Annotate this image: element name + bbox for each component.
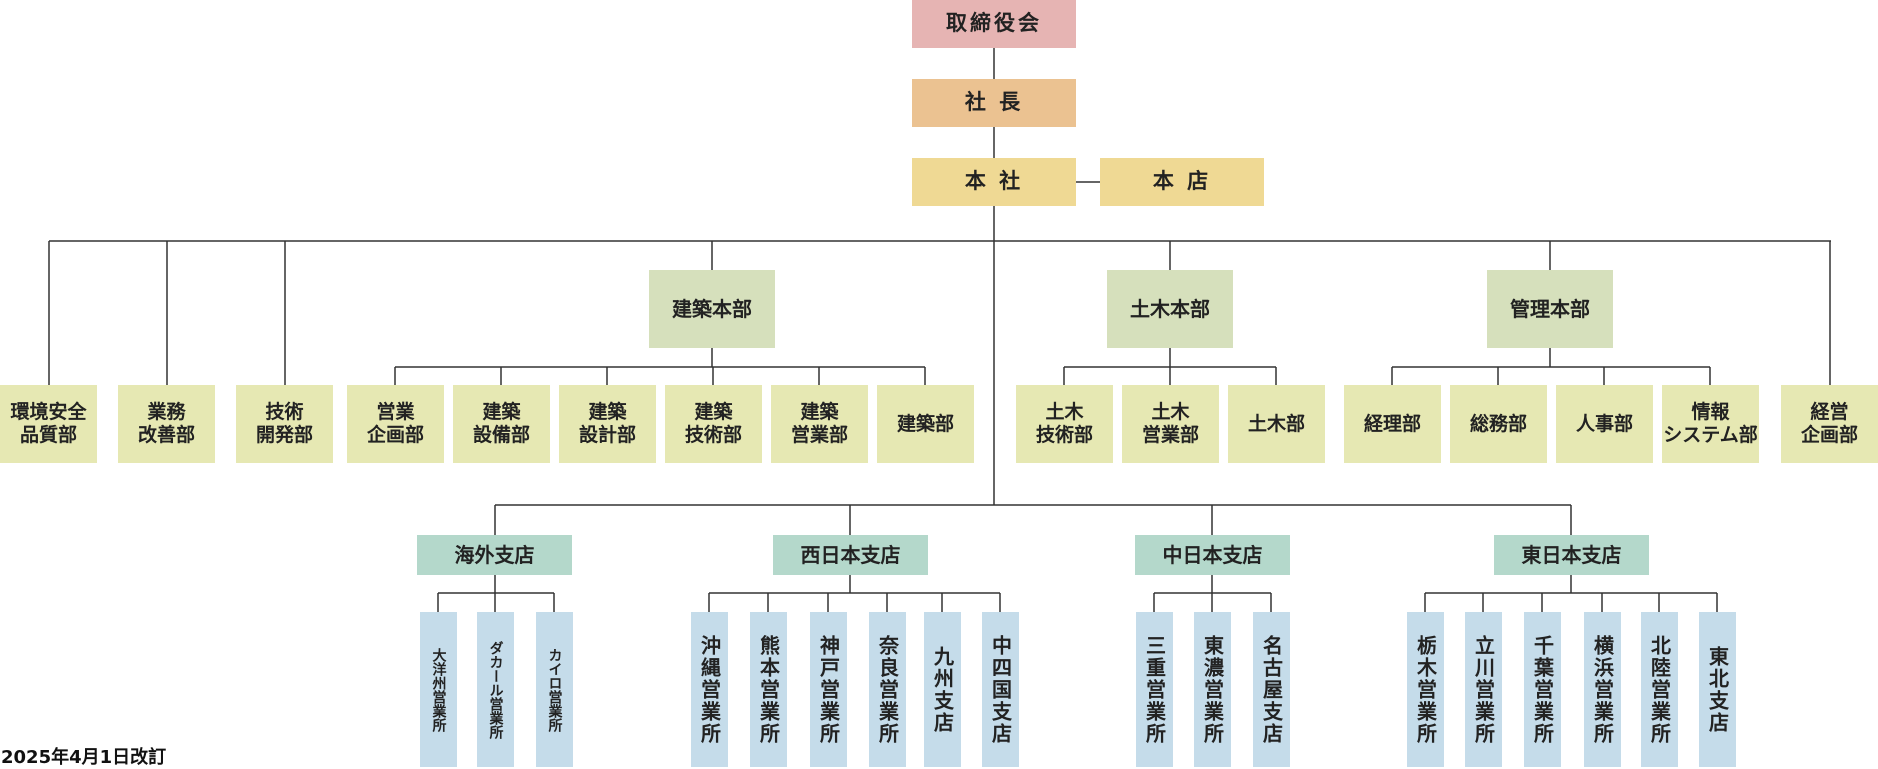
dept-information-systems: 情報 システム部 bbox=[1662, 385, 1759, 463]
office-tono: 東濃営業所 bbox=[1194, 612, 1231, 767]
office-kyushu: 九州支店 bbox=[924, 612, 961, 767]
branch-overseas: 海外支店 bbox=[417, 535, 572, 575]
revision-date: 2025年4月1日改訂 bbox=[1, 747, 167, 768]
main-branch-box: 本 店 bbox=[1100, 158, 1264, 206]
office-oceania: 大洋州営業所 bbox=[420, 612, 457, 767]
dept-sales-planning: 営業 企画部 bbox=[347, 385, 444, 463]
branch-west-japan: 西日本支店 bbox=[773, 535, 928, 575]
office-tachikawa: 立川営業所 bbox=[1465, 612, 1502, 767]
office-nagoya: 名古屋支店 bbox=[1253, 612, 1290, 767]
division-architecture: 建築本部 bbox=[649, 270, 775, 348]
dept-building-design: 建築 設計部 bbox=[559, 385, 656, 463]
office-hokuriku: 北陸営業所 bbox=[1641, 612, 1678, 767]
dept-civil-sales: 土木 営業部 bbox=[1122, 385, 1219, 463]
dept-building-engineering: 建築 技術部 bbox=[665, 385, 762, 463]
office-nara: 奈良営業所 bbox=[869, 612, 906, 767]
dept-human-resources: 人事部 bbox=[1556, 385, 1653, 463]
dept-civil-engineering: 土木 技術部 bbox=[1016, 385, 1113, 463]
division-admin: 管理本部 bbox=[1487, 270, 1613, 348]
office-dakar: ダカール営業所 bbox=[477, 612, 514, 767]
office-cairo: カイロ営業所 bbox=[536, 612, 573, 767]
office-chushikoku: 中四国支店 bbox=[982, 612, 1019, 767]
board-box: 取締役会 bbox=[912, 0, 1076, 48]
president-box: 社 長 bbox=[912, 79, 1076, 127]
dept-corporate-planning: 経営 企画部 bbox=[1781, 385, 1878, 463]
division-civil: 土木本部 bbox=[1107, 270, 1233, 348]
dept-building-sales: 建築 営業部 bbox=[771, 385, 868, 463]
office-okinawa: 沖縄営業所 bbox=[691, 612, 728, 767]
office-kobe: 神戸営業所 bbox=[810, 612, 847, 767]
head-office-box: 本 社 bbox=[912, 158, 1076, 206]
dept-tech-development: 技術 開発部 bbox=[236, 385, 333, 463]
branch-east-japan: 東日本支店 bbox=[1494, 535, 1649, 575]
dept-env-safety-quality: 環境安全 品質部 bbox=[0, 385, 97, 463]
dept-general-affairs: 総務部 bbox=[1450, 385, 1547, 463]
dept-building-equipment: 建築 設備部 bbox=[453, 385, 550, 463]
office-mie: 三重営業所 bbox=[1136, 612, 1173, 767]
office-chiba: 千葉営業所 bbox=[1524, 612, 1561, 767]
office-tohoku: 東北支店 bbox=[1699, 612, 1736, 767]
branch-central-japan: 中日本支店 bbox=[1135, 535, 1290, 575]
dept-operations-improvement: 業務 改善部 bbox=[118, 385, 215, 463]
dept-building: 建築部 bbox=[877, 385, 974, 463]
dept-accounting: 経理部 bbox=[1344, 385, 1441, 463]
office-yokohama: 横浜営業所 bbox=[1584, 612, 1621, 767]
dept-civil: 土木部 bbox=[1228, 385, 1325, 463]
office-tochigi: 栃木営業所 bbox=[1407, 612, 1444, 767]
office-kumamoto: 熊本営業所 bbox=[750, 612, 787, 767]
